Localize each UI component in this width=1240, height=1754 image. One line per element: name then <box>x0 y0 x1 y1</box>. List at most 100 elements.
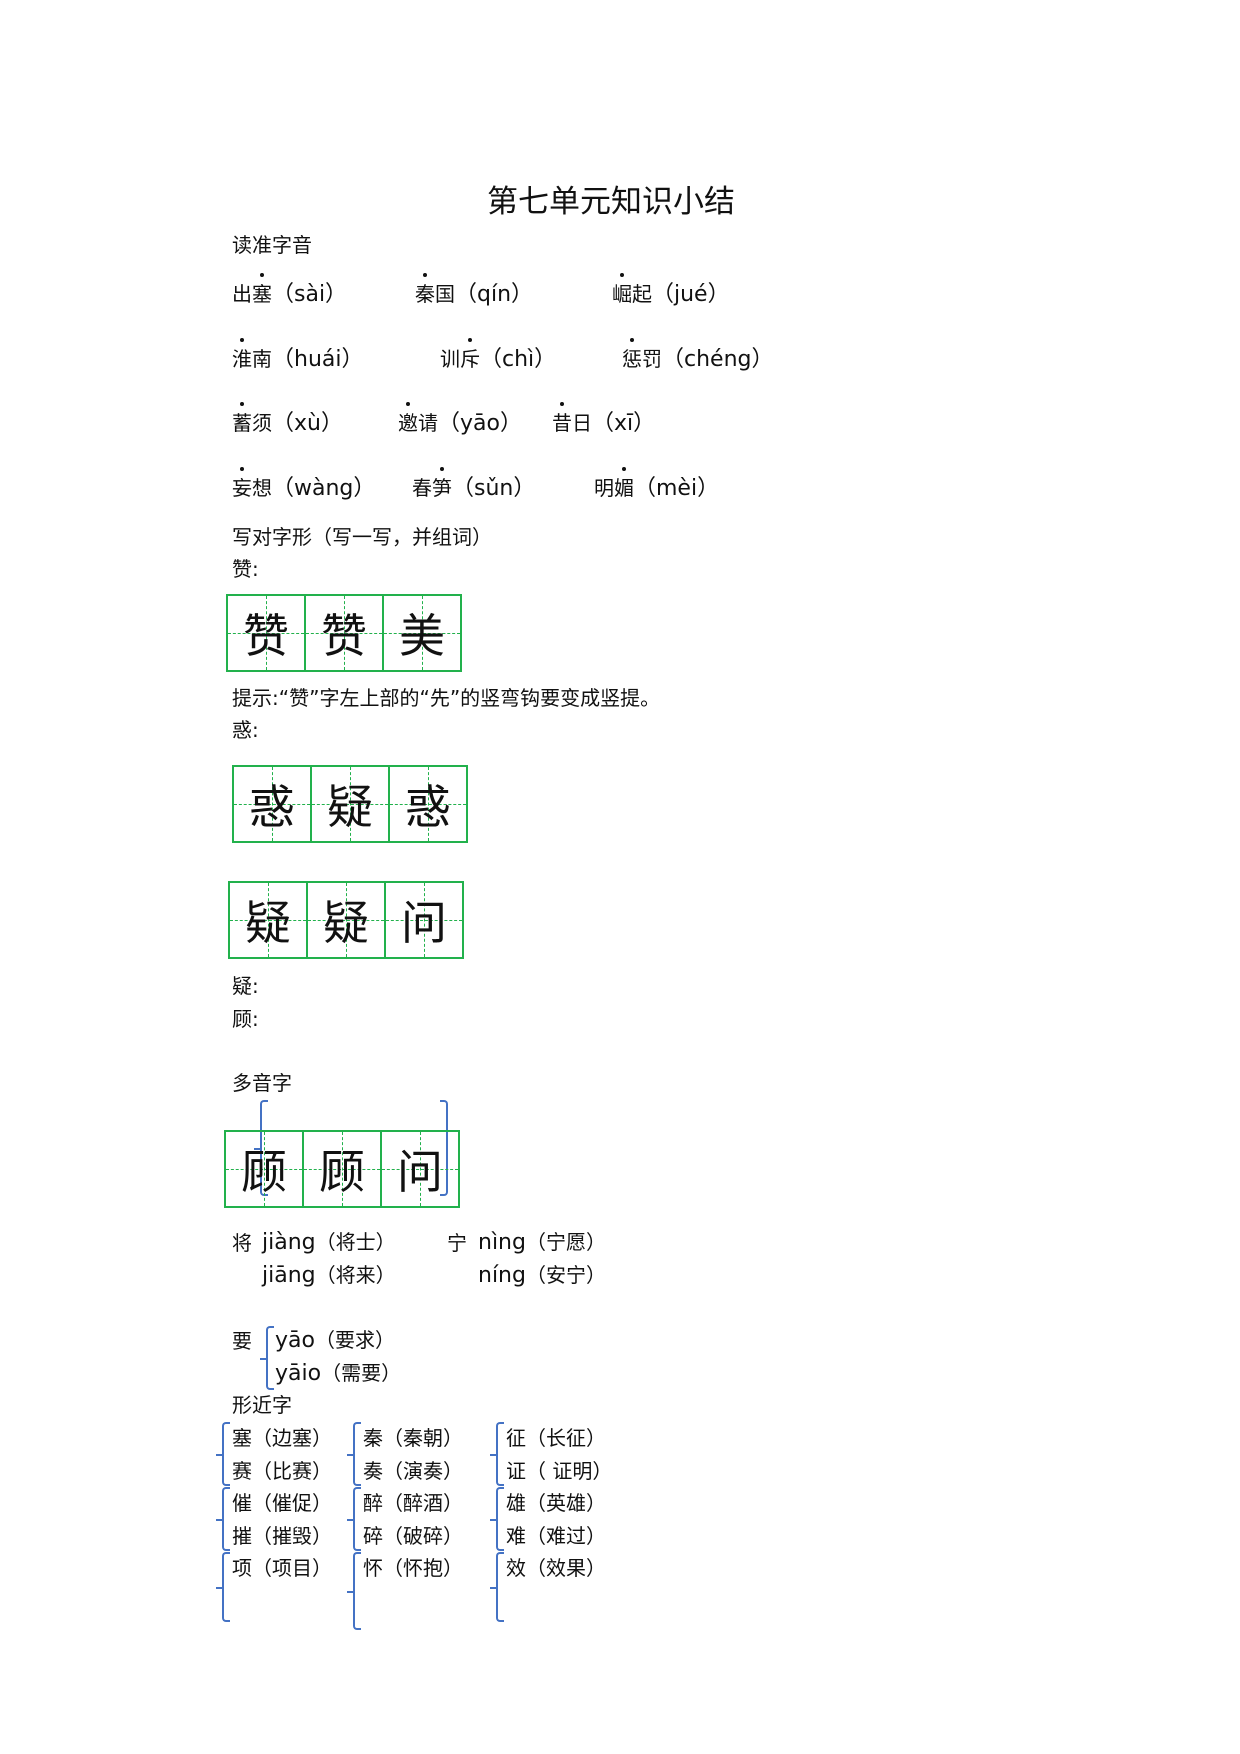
writing-grid-zan: 赞 赞 美 <box>226 594 462 672</box>
label-huo: 惑: <box>232 718 259 742</box>
dotted-char: 塞 <box>252 273 272 306</box>
brace-icon <box>216 1552 230 1622</box>
word-post: 想 <box>252 476 272 500</box>
brace-decor-right <box>440 1100 448 1196</box>
similar-char-item: 证（ 证明） <box>506 1459 613 1483</box>
dotted-char: 斥 <box>460 338 480 371</box>
pronunciation-item: 蓄须（xù） <box>232 402 343 436</box>
word-post: 罚 <box>642 347 662 371</box>
similar-char-item: 项（项目） <box>232 1556 332 1580</box>
dotted-char: 笋 <box>432 467 452 500</box>
similar-char-item: 催（催促） <box>232 1491 332 1515</box>
similar-char-item: 难（难过） <box>506 1524 606 1548</box>
grid-cell: 疑 <box>230 881 308 959</box>
word-post: 须 <box>252 411 272 435</box>
label-zan: 赞: <box>232 557 259 581</box>
brace-icon <box>347 1487 361 1551</box>
section-heading-polyphone: 多音字 <box>232 1071 292 1095</box>
word-post: 起 <box>632 282 652 306</box>
grid-cell: 赞 <box>306 594 384 672</box>
polyphone-row: jiàng（将士） <box>262 1230 396 1255</box>
pronunciation-item: 秦国（qín） <box>415 273 534 307</box>
similar-char-item: 怀（怀抱） <box>363 1556 463 1580</box>
dotted-char: 妄 <box>232 467 252 500</box>
brace-icon <box>490 1552 504 1622</box>
pronunciation-item: 出塞（sài） <box>232 273 347 307</box>
pronunciation-item: 明媚（mèi） <box>594 467 720 501</box>
writing-grid-gu: 顾 顾 问 <box>224 1130 460 1208</box>
pinyin: （chéng） <box>662 347 774 372</box>
dotted-char: 媚 <box>614 467 634 500</box>
pronunciation-item: 妄想（wàng） <box>232 467 376 501</box>
brace-icon <box>490 1487 504 1551</box>
dotted-char: 秦 <box>415 273 435 306</box>
pronunciation-item: 淮南（huái） <box>232 338 364 372</box>
grid-cell: 问 <box>386 881 464 959</box>
section-heading-pronunciation: 读准字音 <box>232 233 312 257</box>
pinyin: （yāo） <box>438 411 522 436</box>
pinyin: （sǔn） <box>452 476 536 501</box>
grid-cell: 美 <box>384 594 462 672</box>
pronunciation-item: 训斥（chì） <box>440 338 557 372</box>
polyphone-char-ning: 宁 <box>447 1231 467 1255</box>
brace-icon <box>347 1552 361 1630</box>
polyphone-char-jiang: 将 <box>232 1231 252 1255</box>
polyphone-row: yāo（要求） <box>275 1328 395 1353</box>
grid-cell: 顾 <box>304 1130 382 1208</box>
word-pre: 明 <box>594 476 614 500</box>
dotted-char: 蓄 <box>232 402 252 435</box>
word-post: 日 <box>572 411 592 435</box>
word-post: 南 <box>252 347 272 371</box>
writing-grid-huo: 惑 疑 惑 <box>232 765 468 843</box>
similar-char-item: 效（效果） <box>506 1556 606 1580</box>
page-title: 第七单元知识小结 <box>487 184 735 220</box>
brace-icon <box>216 1422 230 1486</box>
similar-char-item: 赛（比赛） <box>232 1459 332 1483</box>
section-heading-writing: 写对字形（写一写，并组词） <box>232 525 492 549</box>
similar-char-item: 碎（破碎） <box>363 1524 463 1548</box>
pronunciation-item: 惩罚（chéng） <box>622 338 774 372</box>
pinyin: （chì） <box>480 347 557 372</box>
similar-char-item: 摧（摧毁） <box>232 1524 332 1548</box>
brace-icon <box>216 1487 230 1551</box>
dotted-char: 惩 <box>622 338 642 371</box>
brace-icon <box>347 1422 361 1486</box>
dotted-char: 淮 <box>232 338 252 371</box>
polyphone-row: jiāng（将来） <box>262 1263 396 1288</box>
polyphone-row: níng（安宁） <box>478 1263 606 1288</box>
pronunciation-item: 崛起（jué） <box>612 273 730 307</box>
pinyin: （jué） <box>652 282 730 307</box>
grid-cell: 惑 <box>234 765 312 843</box>
similar-char-item: 醉（醉酒） <box>363 1491 463 1515</box>
writing-grid-yi: 疑 疑 问 <box>228 881 464 959</box>
dotted-char: 崛 <box>612 273 632 306</box>
similar-char-item: 秦（秦朝） <box>363 1426 463 1450</box>
grid-cell: 惑 <box>390 765 468 843</box>
pinyin: （mèi） <box>634 476 720 501</box>
pinyin: （xī） <box>592 411 656 436</box>
polyphone-char-yao: 要 <box>232 1329 252 1353</box>
word-pre: 训 <box>440 347 460 371</box>
label-gu: 顾: <box>232 1007 259 1031</box>
label-yi: 疑: <box>232 974 259 998</box>
grid-cell: 顾 <box>226 1130 304 1208</box>
grid-cell: 问 <box>382 1130 460 1208</box>
pinyin: （xù） <box>272 411 343 436</box>
pinyin: （wàng） <box>272 476 376 501</box>
brace-icon <box>490 1422 504 1486</box>
similar-char-item: 征（长征） <box>506 1426 606 1450</box>
brace-icon <box>260 1326 274 1390</box>
polyphone-row: nìng（宁愿） <box>478 1230 606 1255</box>
grid-cell: 疑 <box>312 765 390 843</box>
pinyin: （huái） <box>272 347 364 372</box>
similar-char-item: 奏（演奏） <box>363 1459 463 1483</box>
pinyin: （qín） <box>455 282 534 307</box>
polyphone-row: yāio（需要） <box>275 1361 402 1386</box>
word-pre: 出 <box>232 282 252 306</box>
pronunciation-item: 邀请（yāo） <box>398 402 522 436</box>
pronunciation-item: 春笋（sǔn） <box>412 467 536 501</box>
similar-char-item: 塞（边塞） <box>232 1426 332 1450</box>
dotted-char: 邀 <box>398 402 418 435</box>
pronunciation-item: 昔日（xī） <box>552 402 656 436</box>
section-heading-similar: 形近字 <box>232 1393 292 1417</box>
